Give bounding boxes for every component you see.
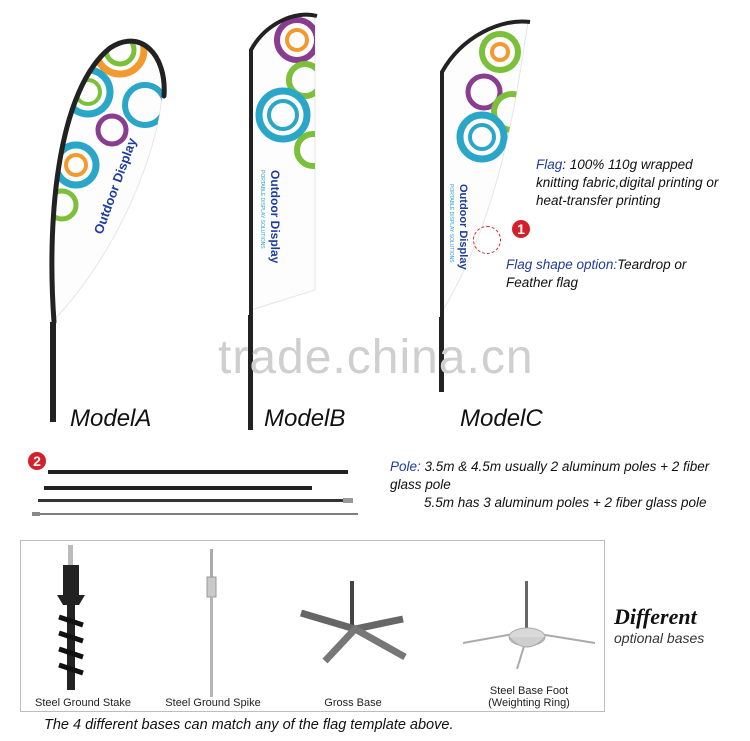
bases-panel: Steel Ground Stake Steel Ground Spike Gr… (20, 540, 605, 712)
model-a-label: ModelA (70, 405, 152, 432)
flag-label: Flag (536, 157, 563, 172)
steel-ground-stake-image (57, 545, 85, 690)
gross-base-label: Gross Base (324, 697, 382, 709)
flag-description: Flag: 100% 110g wrapped knitting fabric,… (536, 156, 731, 210)
different-title: Different (614, 604, 697, 629)
flag-shape-label: Flag shape option: (506, 257, 618, 272)
pole-line-1: 3.5m & 4.5m usually 2 aluminum poles + 2… (390, 459, 710, 492)
steel-ground-spike-label: Steel Ground Spike (165, 697, 261, 709)
steel-base-foot-image (462, 581, 596, 670)
steel-ground-stake-label: Steel Ground Stake (34, 697, 131, 709)
footer-note: The 4 different bases can match any of t… (44, 717, 454, 733)
model-c-label: ModelC (460, 405, 543, 432)
flag-text: : 100% 110g wrapped knitting fabric,digi… (536, 157, 719, 208)
pole-set (32, 470, 358, 516)
different-subtitle: optional bases (614, 630, 705, 646)
pole-line-2: 5.5m has 3 aluminum poles + 2 fiber glas… (424, 495, 707, 510)
flag-model-a: Outdoor Display (49, 38, 167, 422)
badge-2: 2 (28, 452, 46, 470)
watermark: trade.china.cn (218, 331, 534, 384)
flag-c-tagline: PORTABLE DISPLAY SOLUTIONS (448, 184, 454, 263)
flag-shape-marker (473, 226, 501, 254)
flag-model-b: Outdoor Display PORTABLE DISPLAY SOLUTIO… (248, 12, 318, 430)
gross-base-image (300, 581, 407, 664)
badge-1: 1 (512, 220, 530, 238)
flag-shape-description: Flag shape option:Teardrop or Feather fl… (506, 256, 731, 292)
pole-description: Pole: 3.5m & 4.5m usually 2 aluminum pol… (390, 458, 720, 512)
flag-b-brand: Outdoor Display (268, 170, 282, 264)
flag-b-tagline: PORTABLE DISPLAY SOLUTIONS (259, 170, 265, 249)
pole-label: Pole: (390, 459, 421, 474)
flag-shape-text: Teardrop or Feather flag (506, 257, 687, 290)
steel-ground-spike-image (206, 549, 217, 697)
model-b-label: ModelB (264, 405, 346, 432)
flag-c-brand: Outdoor Display (457, 184, 469, 270)
steel-base-foot-label: Steel Base Foot (Weighting Ring) (488, 685, 570, 709)
